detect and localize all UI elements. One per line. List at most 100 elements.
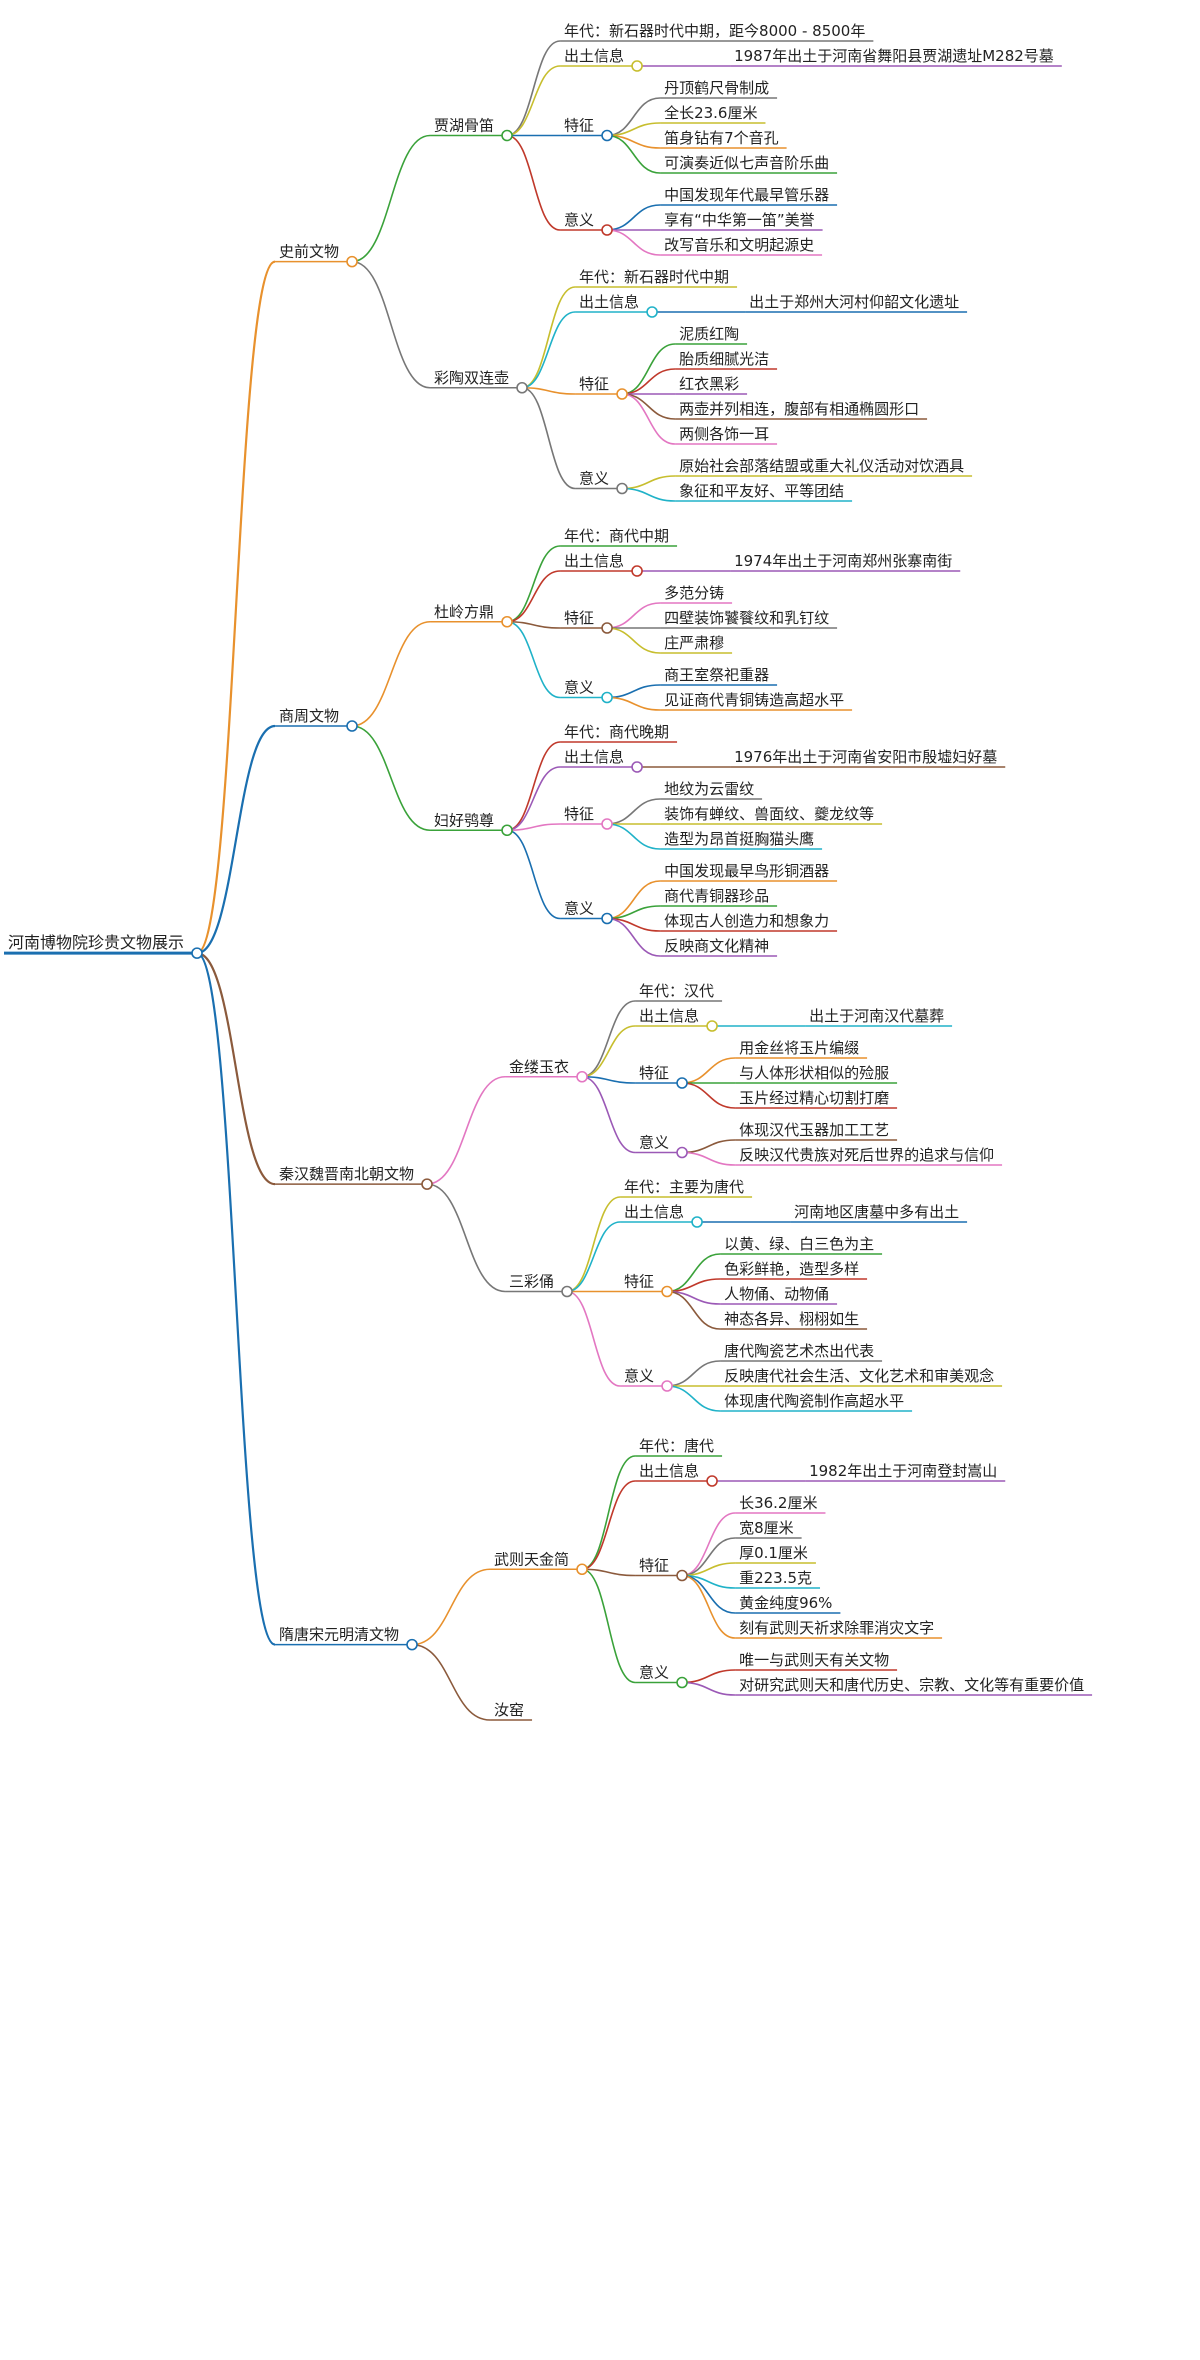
leaf-label[interactable]: 反映唐代社会生活、文化艺术和审美观念: [724, 1367, 994, 1385]
leaf-label[interactable]: 体现唐代陶瓷制作高超水平: [724, 1392, 904, 1410]
topic-label[interactable]: 史前文物: [279, 243, 339, 261]
leaf-label[interactable]: 宽8厘米: [739, 1519, 794, 1537]
leaf-label[interactable]: 汝窑: [494, 1701, 524, 1719]
topic-label[interactable]: 出土信息: [564, 748, 624, 766]
leaf-label[interactable]: 中国发现最早鸟形铜酒器: [664, 862, 829, 880]
collapse-toggle-icon[interactable]: [646, 306, 658, 318]
collapse-toggle-icon[interactable]: [601, 818, 613, 830]
leaf-label[interactable]: 商王室祭祀重器: [664, 666, 769, 684]
leaf-label[interactable]: 改写音乐和文明起源史: [664, 236, 814, 254]
collapse-toggle-icon[interactable]: [631, 60, 643, 72]
leaf-label[interactable]: 1982年出土于河南登封嵩山: [809, 1462, 997, 1480]
leaf-label[interactable]: 丹顶鹤尺骨制成: [664, 79, 769, 97]
topic-label[interactable]: 秦汉魏晋南北朝文物: [279, 1165, 414, 1183]
leaf-label[interactable]: 四壁装饰饕餮纹和乳钉纹: [664, 609, 829, 627]
leaf-label[interactable]: 体现古人创造力和想象力: [664, 912, 829, 930]
topic-label[interactable]: 特征: [564, 117, 594, 135]
topic-label[interactable]: 意义: [564, 679, 594, 697]
leaf-label[interactable]: 出土于河南汉代墓葬: [809, 1007, 944, 1025]
collapse-toggle-icon[interactable]: [631, 565, 643, 577]
topic-label[interactable]: 出土信息: [639, 1007, 699, 1025]
topic-label[interactable]: 出土信息: [624, 1203, 684, 1221]
leaf-label[interactable]: 年代：商代晚期: [564, 723, 669, 741]
topic-label[interactable]: 出土信息: [564, 552, 624, 570]
leaf-label[interactable]: 唯一与武则天有关文物: [739, 1651, 889, 1669]
leaf-label[interactable]: 原始社会部落结盟或重大礼仪活动对饮酒具: [679, 457, 964, 475]
leaf-label[interactable]: 两壶并列相连，腹部有相通椭圆形口: [679, 400, 919, 418]
collapse-toggle-icon[interactable]: [601, 691, 613, 704]
topic-label[interactable]: 特征: [624, 1273, 654, 1291]
collapse-toggle-icon[interactable]: [661, 1285, 673, 1298]
collapse-toggle-icon[interactable]: [661, 1380, 673, 1392]
leaf-label[interactable]: 用金丝将玉片编缀: [739, 1039, 859, 1057]
topic-label[interactable]: 意义: [564, 900, 594, 918]
leaf-label[interactable]: 地纹为云雷纹: [664, 780, 754, 798]
collapse-toggle-icon[interactable]: [706, 1020, 718, 1032]
topic-label[interactable]: 隋唐宋元明清文物: [279, 1626, 399, 1644]
topic-label[interactable]: 意义: [624, 1367, 654, 1385]
collapse-toggle-icon[interactable]: [601, 129, 613, 142]
topic-label[interactable]: 意义: [579, 470, 609, 488]
collapse-toggle-icon[interactable]: [601, 912, 613, 925]
collapse-toggle-icon[interactable]: [576, 1563, 588, 1576]
leaf-label[interactable]: 1974年出土于河南郑州张寨南街: [734, 552, 952, 570]
collapse-toggle-icon[interactable]: [561, 1285, 573, 1298]
collapse-toggle-icon[interactable]: [616, 388, 628, 400]
leaf-label[interactable]: 中国发现年代最早管乐器: [664, 186, 829, 204]
leaf-label[interactable]: 全长23.6厘米: [664, 104, 757, 122]
topic-label[interactable]: 金缕玉衣: [509, 1058, 569, 1076]
topic-label[interactable]: 特征: [564, 609, 594, 627]
collapse-toggle-icon[interactable]: [406, 1638, 418, 1651]
leaf-label[interactable]: 黄金纯度96%: [739, 1594, 832, 1612]
leaf-label[interactable]: 象征和平友好、平等团结: [679, 482, 844, 500]
leaf-label[interactable]: 体现汉代玉器加工工艺: [739, 1121, 889, 1139]
leaf-label[interactable]: 年代：商代中期: [564, 527, 669, 545]
leaf-label[interactable]: 两侧各饰一耳: [679, 425, 769, 443]
leaf-label[interactable]: 年代：唐代: [639, 1437, 714, 1455]
collapse-toggle-icon[interactable]: [601, 224, 613, 236]
collapse-toggle-icon[interactable]: [676, 1077, 688, 1089]
leaf-label[interactable]: 色彩鲜艳，造型多样: [724, 1260, 859, 1278]
topic-label[interactable]: 彩陶双连壶: [434, 369, 509, 387]
leaf-label[interactable]: 造型为昂首挺胸猫头鹰: [664, 830, 814, 848]
topic-label[interactable]: 特征: [564, 805, 594, 823]
leaf-label[interactable]: 河南地区唐墓中多有出土: [794, 1203, 959, 1221]
topic-label[interactable]: 特征: [639, 1064, 669, 1082]
topic-label[interactable]: 特征: [639, 1557, 669, 1575]
topic-label[interactable]: 贾湖骨笛: [434, 117, 494, 135]
leaf-label[interactable]: 重223.5克: [739, 1569, 812, 1587]
collapse-toggle-icon[interactable]: [676, 1146, 688, 1159]
topic-label[interactable]: 妇好鸮尊: [434, 811, 494, 829]
leaf-label[interactable]: 胎质细腻光洁: [679, 350, 769, 368]
collapse-toggle-icon[interactable]: [191, 947, 203, 959]
leaf-label[interactable]: 唐代陶瓷艺术杰出代表: [724, 1342, 874, 1360]
leaf-label[interactable]: 长36.2厘米: [739, 1494, 817, 1512]
collapse-toggle-icon[interactable]: [346, 720, 358, 732]
leaf-label[interactable]: 与人体形状相似的殓服: [739, 1064, 889, 1082]
leaf-label[interactable]: 年代：新石器时代中期: [579, 268, 729, 286]
collapse-toggle-icon[interactable]: [631, 761, 643, 773]
collapse-toggle-icon[interactable]: [501, 615, 513, 628]
leaf-label[interactable]: 厚0.1厘米: [739, 1544, 808, 1562]
leaf-label[interactable]: 笛身钻有7个音孔: [664, 129, 779, 147]
leaf-label[interactable]: 商代青铜器珍品: [664, 887, 769, 905]
collapse-toggle-icon[interactable]: [601, 622, 613, 634]
leaf-label[interactable]: 刻有武则天祈求除罪消灾文字: [739, 1619, 934, 1637]
leaf-label[interactable]: 庄严肃穆: [664, 634, 724, 652]
collapse-toggle-icon[interactable]: [501, 824, 513, 837]
leaf-label[interactable]: 以黄、绿、白三色为主: [724, 1235, 874, 1253]
collapse-toggle-icon[interactable]: [346, 255, 358, 268]
topic-label[interactable]: 特征: [579, 375, 609, 393]
leaf-label[interactable]: 1976年出土于河南省安阳市殷墟妇好墓: [734, 748, 997, 766]
leaf-label[interactable]: 见证商代青铜铸造高超水平: [664, 691, 844, 709]
topic-label[interactable]: 意义: [564, 211, 594, 229]
leaf-label[interactable]: 神态各异、栩栩如生: [724, 1310, 859, 1328]
topic-label[interactable]: 意义: [639, 1134, 669, 1152]
leaf-label[interactable]: 年代：汉代: [639, 982, 714, 1000]
topic-label[interactable]: 武则天金简: [494, 1550, 569, 1568]
topic-label[interactable]: 杜岭方鼎: [434, 603, 494, 621]
leaf-label[interactable]: 对研究武则天和唐代历史、宗教、文化等有重要价值: [739, 1676, 1084, 1694]
collapse-toggle-icon[interactable]: [576, 1070, 588, 1083]
leaf-label[interactable]: 享有“中华第一笛”美誉: [664, 211, 815, 229]
leaf-label[interactable]: 泥质红陶: [679, 325, 739, 343]
